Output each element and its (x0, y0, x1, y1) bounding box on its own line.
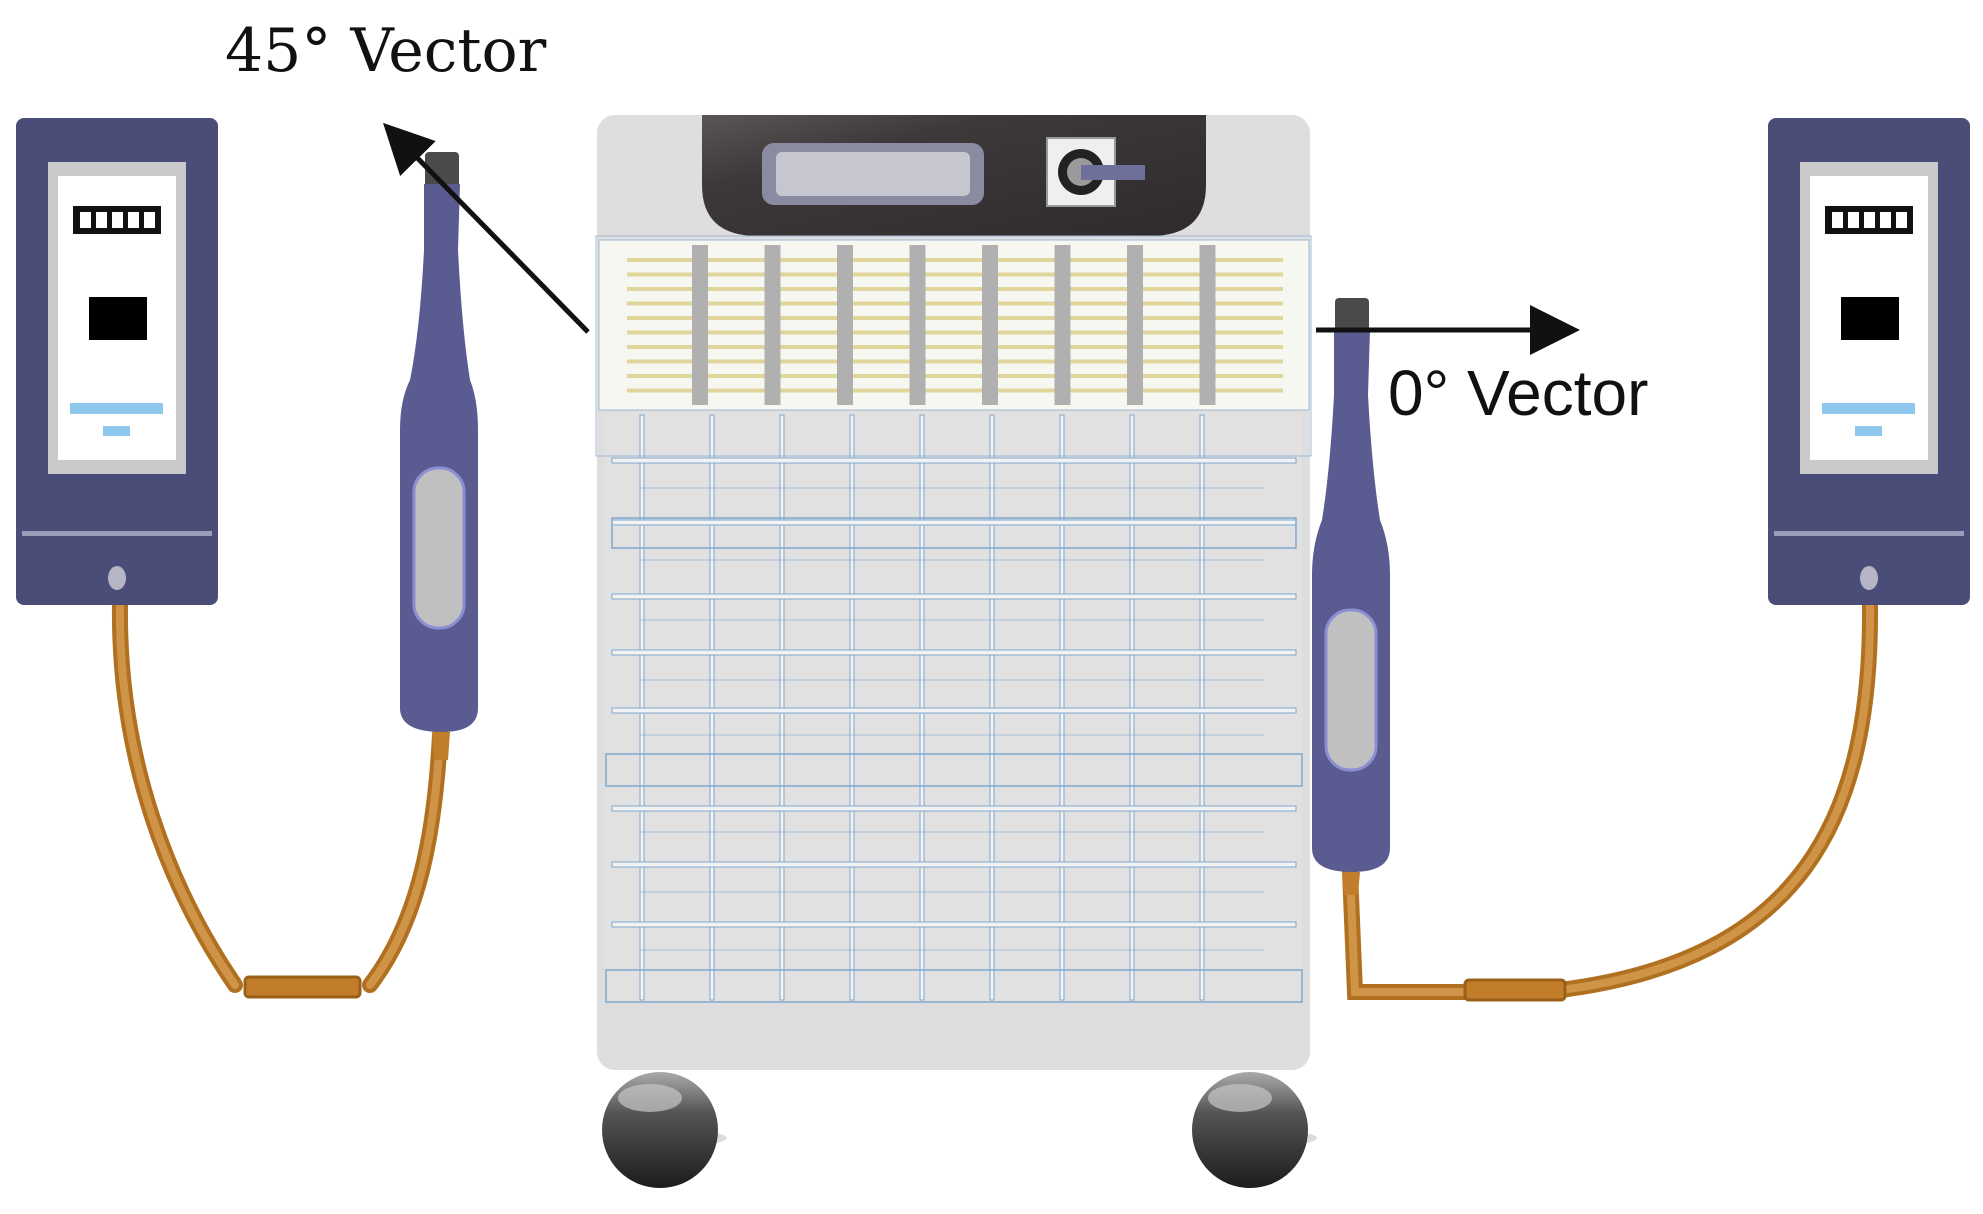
filter-bar (909, 245, 926, 405)
meter-right-battery-icon (1825, 206, 1913, 234)
filter-bar (1054, 245, 1071, 405)
filter-bar (982, 245, 998, 405)
cabinet (595, 115, 1312, 1070)
probe-right (1312, 298, 1390, 895)
grill-rail (611, 805, 1297, 812)
grill-rail (611, 649, 1297, 656)
label-0-vector: 0° Vector (1388, 357, 1649, 429)
probe-left (400, 152, 478, 760)
filter-coil-lines (627, 258, 1283, 393)
filter-bar (1127, 245, 1143, 405)
grill-band (611, 517, 1297, 549)
filter-frame (595, 235, 1312, 457)
cabinet-grill (605, 412, 1302, 1002)
cable-left (111, 597, 448, 999)
cable-right (1342, 597, 1879, 1002)
filter-bar (692, 245, 708, 405)
cabinet-filter (598, 239, 1310, 411)
caster-wheel-icon (602, 1072, 727, 1188)
grill-rail (611, 519, 1297, 526)
grill-band (605, 969, 1303, 1003)
grill-rail (611, 921, 1297, 928)
rotary-switch-icon (1046, 137, 1145, 207)
filter-bar (837, 245, 853, 405)
label-45-vector: 45° Vector (225, 16, 547, 86)
grill-rail (611, 707, 1297, 714)
grill-rail (611, 593, 1297, 600)
meter-right (1768, 118, 1970, 605)
filter-bar (764, 245, 781, 405)
meter-left (16, 118, 218, 605)
probe-left-grip (412, 466, 466, 630)
grill-lines (595, 235, 1312, 1003)
grill-rail (611, 861, 1297, 868)
caster-wheel-icon (1192, 1072, 1317, 1188)
meter-left-battery-icon (73, 206, 161, 234)
probe-right-grip (1324, 608, 1378, 772)
filter-bar (1199, 245, 1216, 405)
filter-bars (692, 245, 1216, 405)
grill-band (605, 753, 1303, 787)
grill-rail (611, 457, 1297, 464)
arrow-45-vector (382, 122, 590, 334)
